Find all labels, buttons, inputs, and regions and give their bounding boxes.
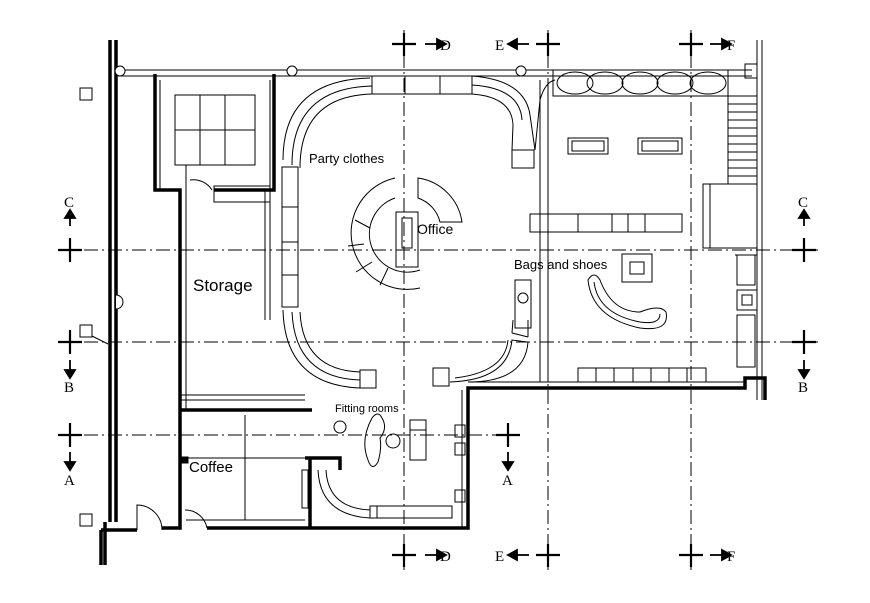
grid-label-left-c: C [64,195,74,211]
doors [136,165,213,531]
grid-label-left-b: B [64,380,74,396]
room-label-office: Office [417,221,454,237]
corner-squares [79,87,109,527]
grid-label-top-d: D [440,38,451,54]
room-label-coffee: Coffee [189,459,233,476]
grid-label-left-a: A [64,473,75,489]
room-label-fitting-rooms: Fitting rooms [335,403,399,415]
grid-label-top-f: F [727,38,735,54]
section-arrows [63,37,811,562]
fitting-area [181,413,466,519]
stairs [702,63,758,249]
party-clothes-racks [264,75,556,389]
top-ellipse-display [552,69,729,97]
exterior-walls [99,40,767,565]
storage-cabinet [174,94,271,203]
room-label-bags-and-shoes: Bags and shoes [514,257,608,272]
grid-label-top-e: E [495,38,504,54]
grid-label-right-c: C [798,195,808,211]
bags-fixtures [432,137,758,387]
grid-lines [60,30,820,570]
grid-label-inner-a: A [502,473,513,489]
grid-label-bottom-f: F [727,549,735,565]
room-label-storage: Storage [193,276,253,295]
wall-circles [114,65,527,310]
grid-label-right-b: B [798,380,808,396]
office-desk [347,177,463,290]
grid-label-bottom-e: E [495,549,504,565]
grid-label-bottom-d: D [440,549,451,565]
grid-crosshairs [58,33,816,567]
room-label-party-clothes: Party clothes [309,151,385,166]
